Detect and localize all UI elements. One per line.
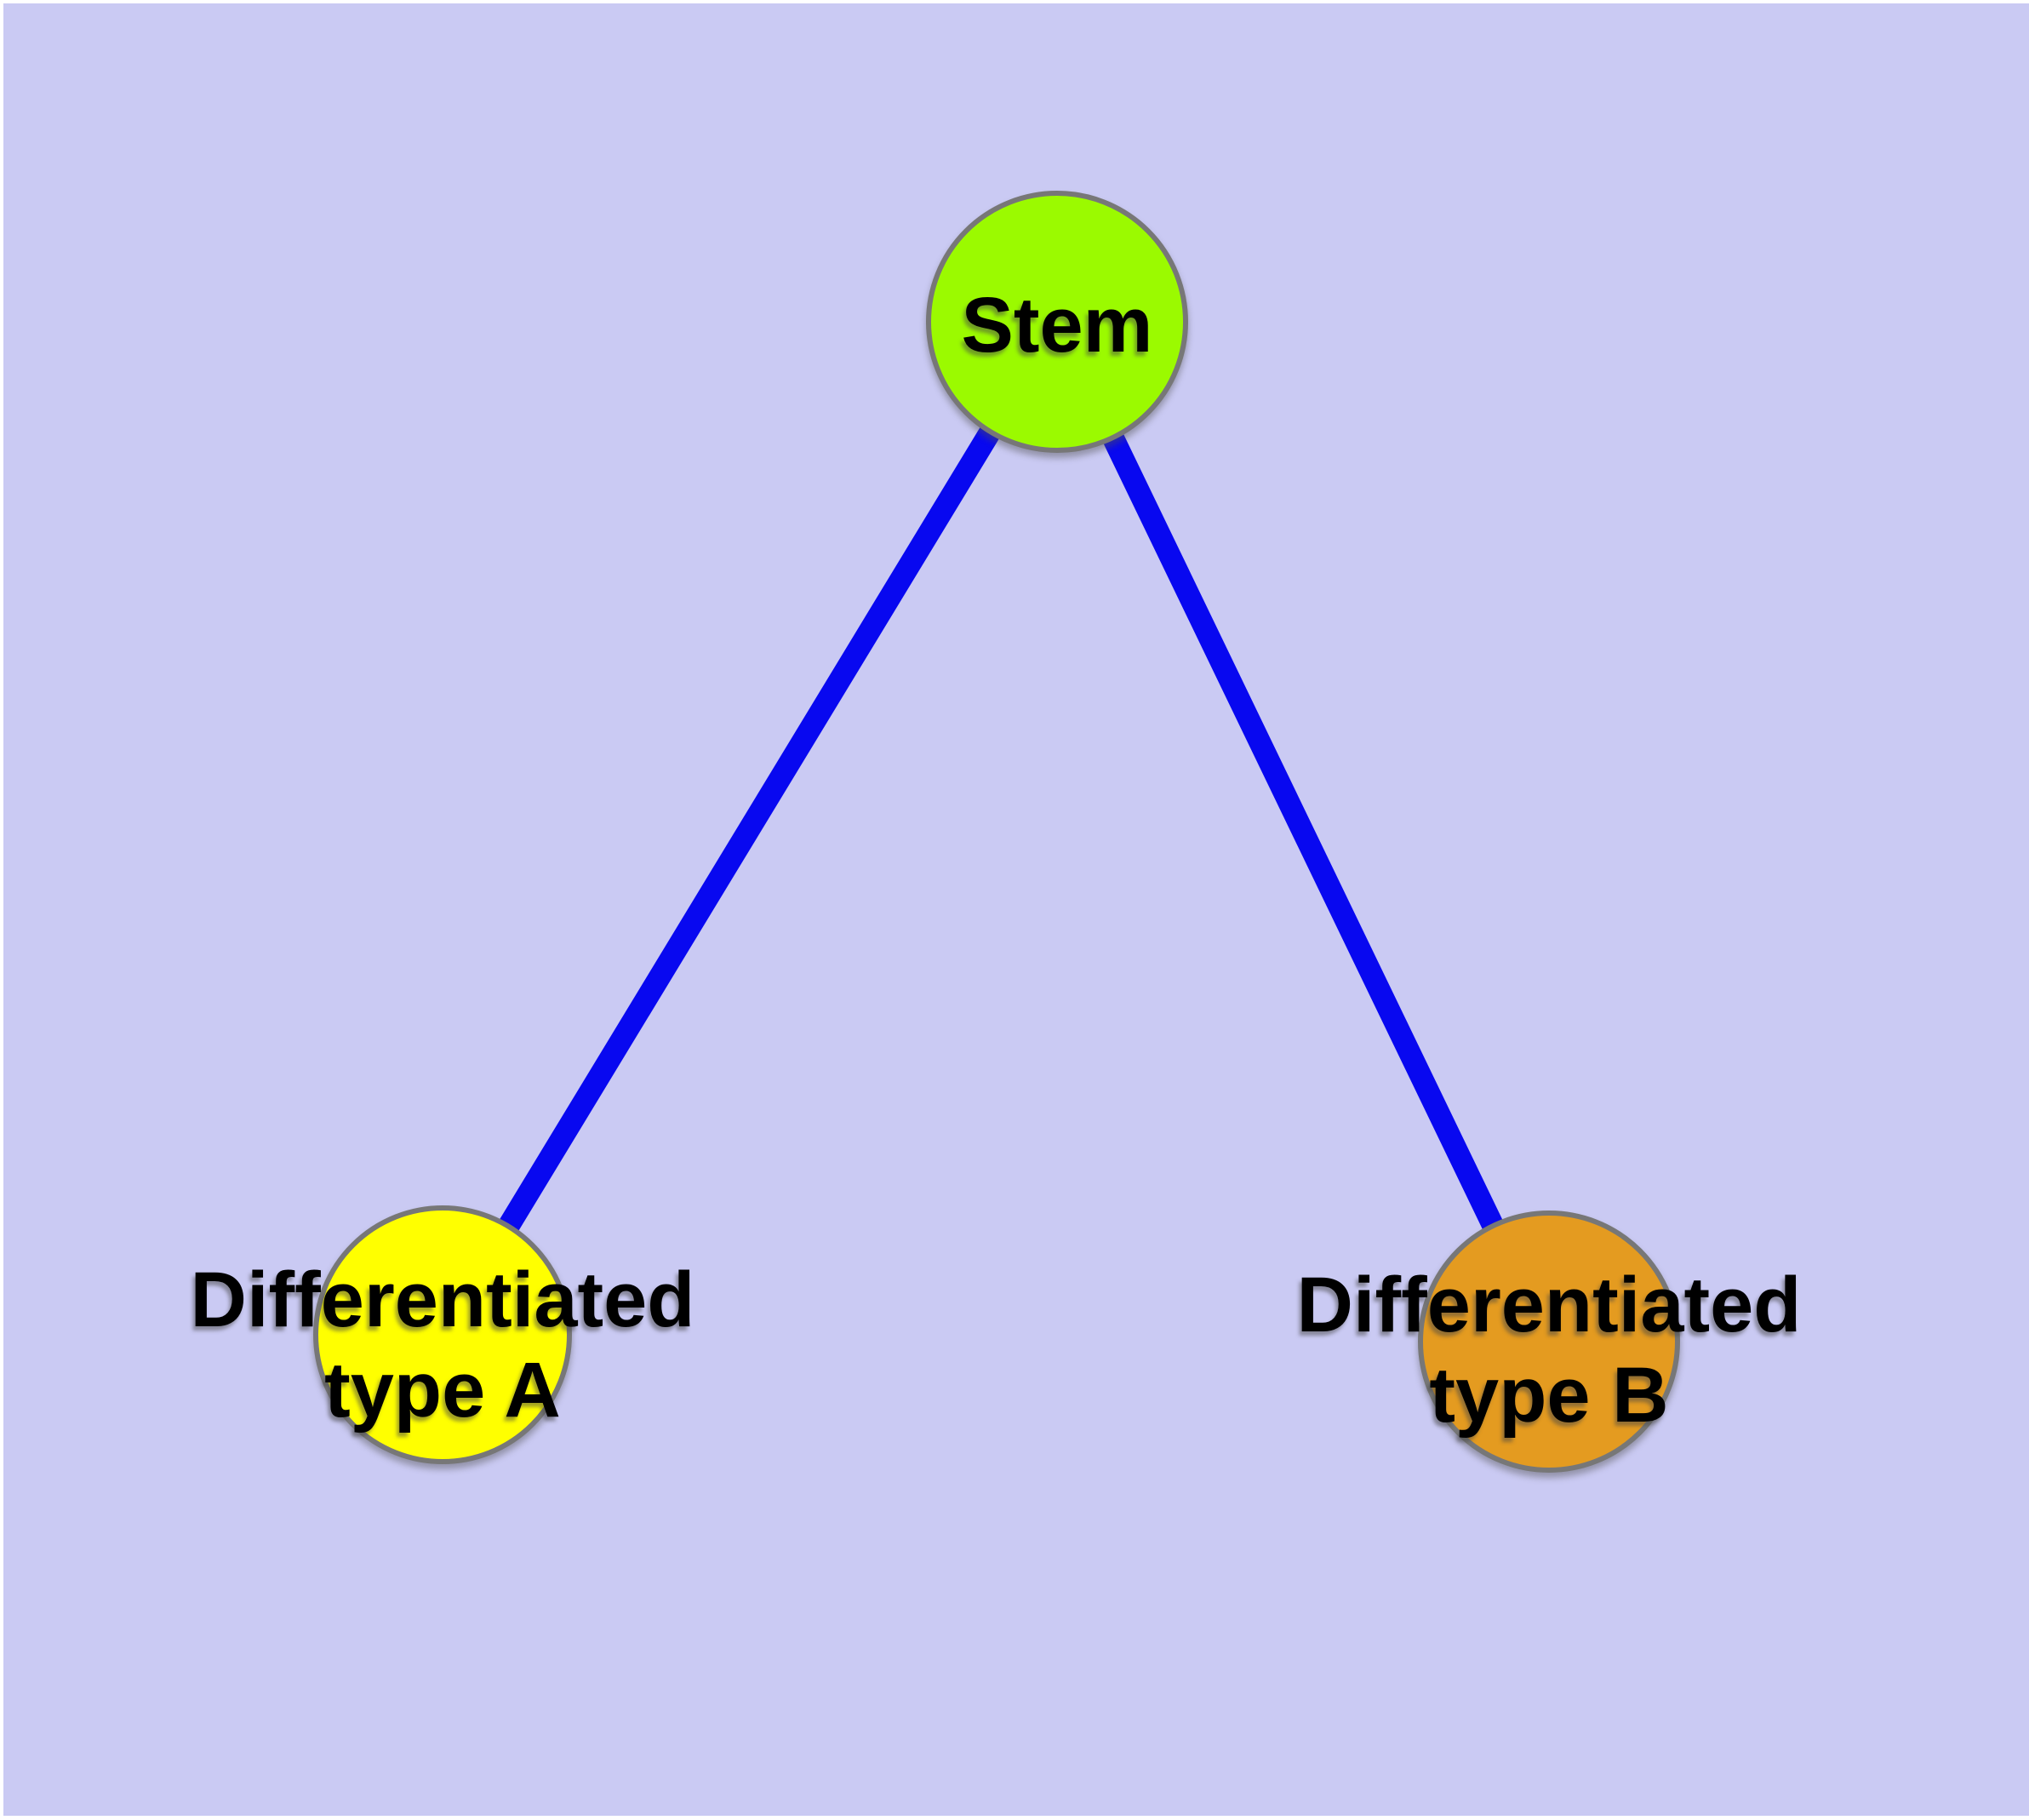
edge-stem-to-type-b	[1046, 311, 1560, 1353]
node-stem-circle[interactable]	[926, 191, 1188, 453]
node-differentiated-type-b-circle[interactable]	[1418, 1210, 1680, 1473]
graph-layer	[313, 191, 1680, 1473]
edge-stem-to-type-a	[432, 311, 1068, 1346]
node-differentiated-type-a-circle[interactable]	[313, 1205, 572, 1464]
graph-canvas: Stem Differentiated type A Differentiate…	[3, 3, 2029, 1816]
